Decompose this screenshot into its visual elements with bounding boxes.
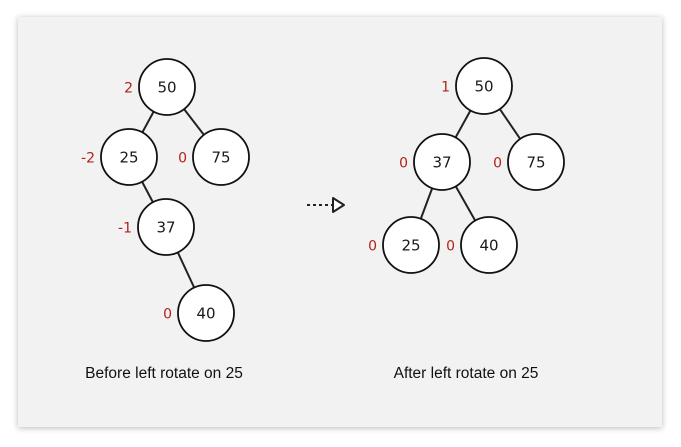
after-edge-50-75 — [498, 108, 522, 140]
after-node-37: 37 0 — [399, 133, 471, 191]
after-caption: After left rotate on 25 — [393, 365, 539, 382]
node-circle — [455, 57, 513, 115]
after-tree: 50 1 37 0 75 0 25 0 40 0 — [368, 57, 565, 274]
node-value-label: 40 — [196, 305, 215, 323]
after-edge-37-40 — [454, 185, 477, 222]
balance-factor-label: 0 — [163, 307, 172, 323]
node-circle — [460, 216, 518, 274]
dashed-arrow-right-icon — [307, 197, 345, 213]
before-edge-50-75 — [183, 108, 205, 136]
after-node-40: 40 0 — [446, 216, 518, 274]
balance-factor-label: -2 — [81, 151, 95, 167]
before-tree: 50 2 25 -2 75 0 37 -1 40 0 — [81, 58, 250, 342]
node-value-label: 37 — [156, 219, 175, 237]
node-value-label: 37 — [432, 154, 451, 172]
node-value-label: 50 — [157, 79, 176, 97]
node-value-label: 25 — [401, 237, 420, 255]
before-node-75: 75 0 — [178, 128, 250, 186]
node-value-label: 25 — [119, 149, 138, 167]
node-circle — [137, 198, 195, 256]
balance-factor-label: 0 — [399, 156, 408, 172]
node-value-label: 40 — [479, 237, 498, 255]
node-circle — [192, 128, 250, 186]
balance-factor-label: 0 — [446, 239, 455, 255]
node-value-label: 75 — [526, 154, 545, 172]
before-node-37: 37 -1 — [118, 198, 195, 256]
before-node-50: 50 2 — [124, 58, 196, 116]
after-node-75: 75 0 — [493, 133, 565, 191]
before-edge-37-40 — [176, 251, 196, 289]
after-node-50: 50 1 — [441, 57, 513, 115]
node-value-label: 75 — [211, 149, 230, 167]
node-circle — [413, 133, 471, 191]
before-node-25: 25 -2 — [81, 128, 158, 186]
before-edge-25-37 — [141, 181, 154, 203]
before-edge-50-25 — [141, 111, 155, 133]
balance-factor-label: 0 — [493, 156, 502, 172]
balance-factor-label: 0 — [368, 239, 377, 255]
node-value-label: 50 — [474, 78, 493, 96]
after-node-25: 25 0 — [368, 216, 440, 274]
balance-factor-label: -1 — [118, 221, 132, 237]
balance-factor-label: 1 — [441, 80, 450, 96]
after-edge-37-25 — [419, 187, 434, 220]
node-circle — [100, 128, 158, 186]
after-edge-50-37 — [454, 110, 472, 138]
diagram-panel — [18, 17, 662, 427]
node-circle — [507, 133, 565, 191]
node-circle — [382, 216, 440, 274]
balance-factor-label: 0 — [178, 151, 187, 167]
node-circle — [138, 58, 196, 116]
node-circle — [177, 284, 235, 342]
balance-factor-label: 2 — [124, 81, 133, 97]
before-node-40: 40 0 — [163, 284, 235, 342]
before-caption: Before left rotate on 25 — [85, 365, 243, 382]
